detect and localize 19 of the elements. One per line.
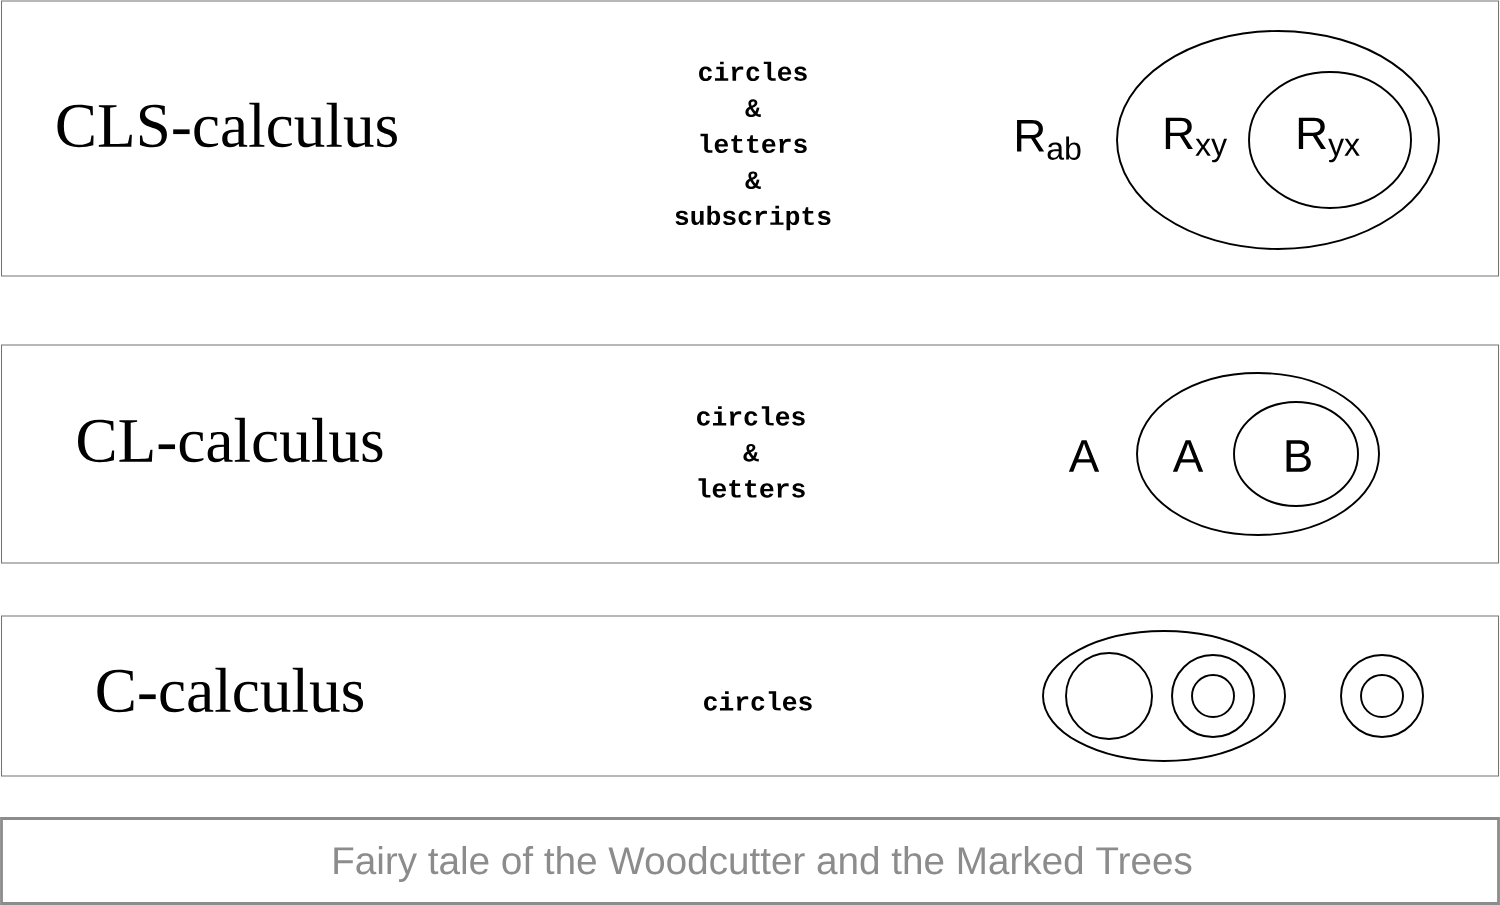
letter-label: A — [1172, 440, 1204, 472]
feature-list: circles & letters & subscripts — [675, 61, 831, 231]
circle — [1065, 652, 1153, 740]
circle — [1171, 654, 1255, 738]
heading: CL-calculus — [78, 417, 383, 463]
feature-list: circles — [704, 691, 812, 711]
circle — [1191, 674, 1235, 718]
letter-label: R$_{ab}$ — [1017, 120, 1081, 160]
letter-label: R$_{xy}$ — [1165, 117, 1227, 163]
circle — [1360, 674, 1404, 718]
letter-label: A — [1068, 440, 1100, 472]
footer-title: Fairy tale of the Woodcutter and the Marked Trees — [334, 845, 1192, 882]
circle — [1340, 654, 1424, 738]
feature-list: circles & letters — [697, 406, 805, 498]
letter-label: R$_{yx}$ — [1298, 117, 1360, 163]
heading: C-calculus — [97, 667, 364, 713]
heading: CLS-calculus — [57, 102, 397, 148]
letter-label: B — [1286, 440, 1311, 472]
ellipse — [1042, 630, 1286, 762]
